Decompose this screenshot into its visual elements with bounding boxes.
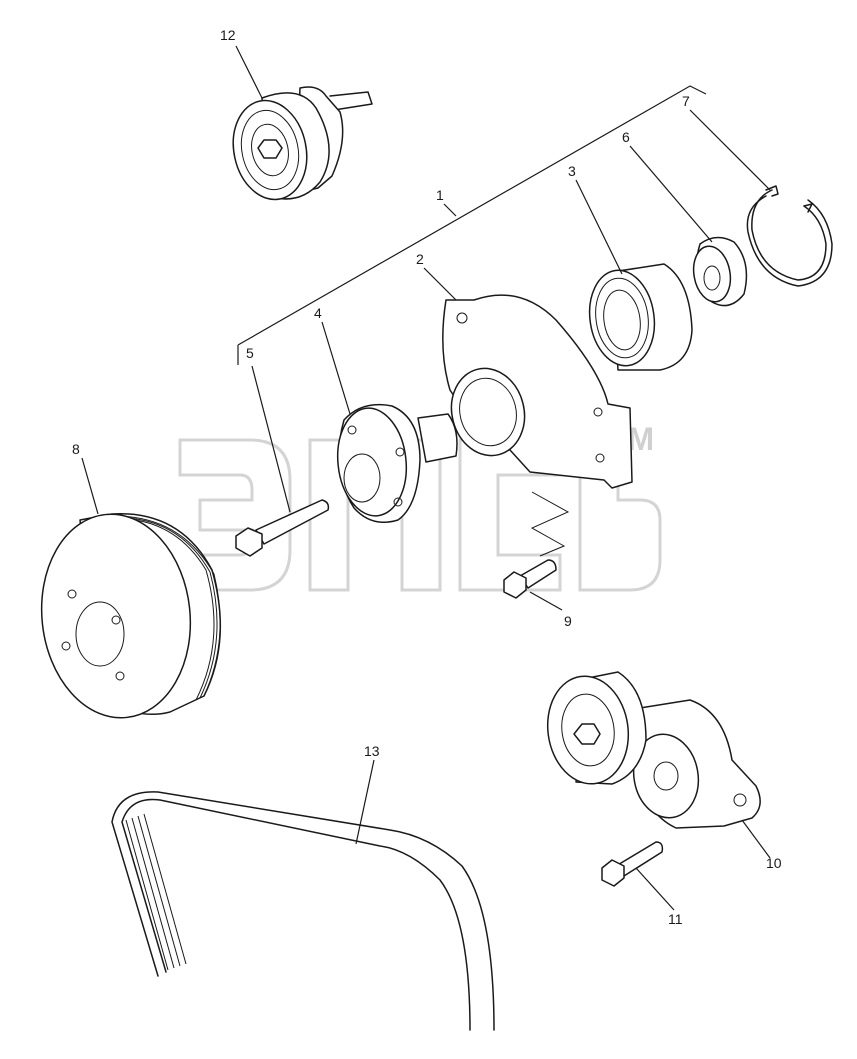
- part-13-belt: [111, 791, 495, 1031]
- part-12-idler-pulley: [232, 86, 373, 201]
- callout-2: 2: [416, 251, 424, 267]
- callout-5: 5: [246, 345, 254, 361]
- part-7-snap-ring: [746, 185, 833, 287]
- callout-12: 12: [220, 27, 236, 43]
- part-6-seal: [692, 236, 748, 307]
- leader-lines: [81, 45, 771, 911]
- part-9-bolt: [503, 491, 570, 599]
- part-10-tensioner: [546, 671, 761, 829]
- part-11-bolt: [601, 841, 664, 887]
- part-5-bolt: [235, 499, 330, 557]
- part-8-pulley: [40, 513, 222, 719]
- callout-10: 10: [766, 855, 782, 871]
- callout-labels: 12 1 2 3 4 5 6 7 8 9 10 11 13: [72, 27, 782, 927]
- part-1-assembly-bracket: [237, 85, 707, 365]
- part-2-housing-plate: [442, 294, 633, 489]
- callout-7: 7: [682, 93, 690, 109]
- callout-8: 8: [72, 441, 80, 457]
- part-3-bearing: [588, 263, 693, 371]
- callout-11: 11: [668, 911, 683, 927]
- callout-3: 3: [568, 163, 576, 179]
- callout-6: 6: [622, 129, 630, 145]
- callout-4: 4: [314, 305, 322, 321]
- callout-9: 9: [564, 613, 572, 629]
- part-4-hub: [336, 403, 458, 523]
- callout-1: 1: [436, 187, 444, 203]
- callout-13: 13: [364, 743, 380, 759]
